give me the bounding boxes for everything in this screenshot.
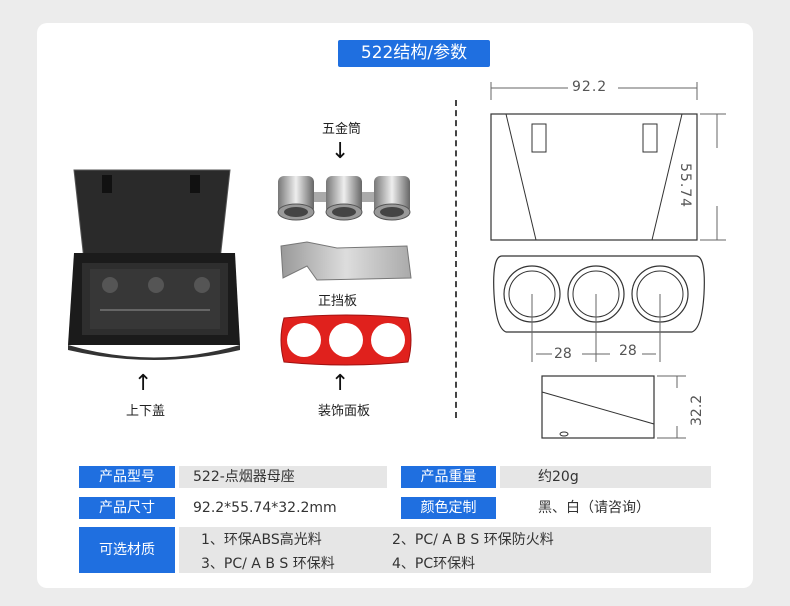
material-label: 可选材质 xyxy=(79,527,175,573)
spacing-dimension-a: 28 xyxy=(554,346,572,362)
weight-label: 产品重量 xyxy=(401,466,496,488)
width-dimension: 92.2 xyxy=(572,79,608,95)
color-value: 黑、白（请咨询） xyxy=(500,497,711,519)
model-label: 产品型号 xyxy=(79,466,175,488)
dashed-divider xyxy=(455,100,457,418)
material-item: 2、PC/ A B S 环保防火料 xyxy=(392,532,554,548)
front-view-drawing xyxy=(490,82,726,241)
page-title: 522结构/参数 xyxy=(338,40,490,67)
material-item: 1、环保ABS高光料 xyxy=(201,532,322,548)
size-value: 92.2*55.74*32.2mm xyxy=(179,497,387,519)
baffle-label: 正挡板 xyxy=(318,294,358,309)
arrow-up-icon: ↑ xyxy=(331,371,350,396)
materials-box xyxy=(179,527,711,573)
size-label: 产品尺寸 xyxy=(79,497,175,519)
baffle-image xyxy=(280,241,412,281)
material-item: 3、PC/ A B S 环保料 xyxy=(201,556,335,572)
color-label: 颜色定制 xyxy=(401,497,496,519)
panel-label: 装饰面板 xyxy=(318,404,371,419)
material-item: 4、PC环保料 xyxy=(392,556,476,572)
panel-image xyxy=(280,314,412,366)
arrow-up-icon: ↑ xyxy=(134,371,153,396)
face-view-drawing xyxy=(493,255,705,362)
top-cover-label: 上下盖 xyxy=(126,404,166,419)
metal-tubes-image xyxy=(277,176,411,221)
height-dimension: 55.74 xyxy=(677,163,693,209)
model-value: 522-点烟器母座 xyxy=(179,466,387,488)
weight-value: 约20g xyxy=(500,466,711,488)
side-view-drawing xyxy=(541,375,686,439)
spacing-dimension-b: 28 xyxy=(619,343,637,359)
depth-dimension: 32.2 xyxy=(689,394,705,426)
metal-tubes-label: 五金筒 xyxy=(322,122,362,137)
housing-image xyxy=(68,169,240,360)
arrow-down-icon: ↓ xyxy=(331,139,350,164)
